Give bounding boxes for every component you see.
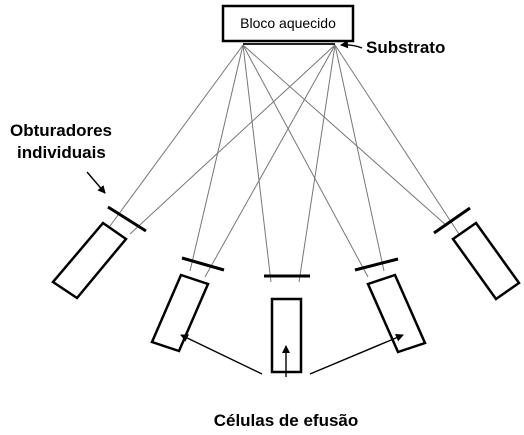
molecular-beam-rays — [109, 44, 460, 283]
shutter-4 — [354, 257, 399, 272]
substrate-arrow — [340, 40, 363, 49]
substrate-label: Substrato — [366, 38, 445, 57]
effusion-cell-4 — [366, 273, 427, 354]
shutters-arrow — [86, 171, 106, 194]
effusion-cell-2 — [150, 273, 210, 353]
ray — [334, 44, 385, 272]
ray — [334, 44, 460, 235]
shutters-label-line1: Obturadores — [10, 121, 112, 140]
ray — [109, 44, 244, 227]
ray — [242, 44, 272, 283]
ray — [298, 44, 336, 283]
effusion-cell-5 — [451, 221, 521, 301]
heated-block-label: Bloco aquecido — [240, 15, 336, 31]
ray — [242, 44, 369, 278]
effusion-arrow-left — [180, 334, 263, 375]
shutter-2 — [181, 256, 225, 272]
ray — [129, 44, 336, 235]
effusion-cell-1 — [51, 221, 128, 300]
effusion-cells — [51, 221, 521, 374]
ray — [242, 44, 448, 227]
shutters-label-line2: individuais — [17, 143, 106, 162]
heated-block — [221, 4, 355, 43]
effusion-cells-label: Células de efusão — [214, 411, 359, 430]
ray — [189, 44, 244, 272]
shutter-5 — [433, 206, 471, 235]
effusion-arrow-right — [309, 334, 404, 375]
shutters — [107, 205, 471, 278]
shutter-1 — [107, 205, 147, 233]
ray — [204, 44, 336, 278]
